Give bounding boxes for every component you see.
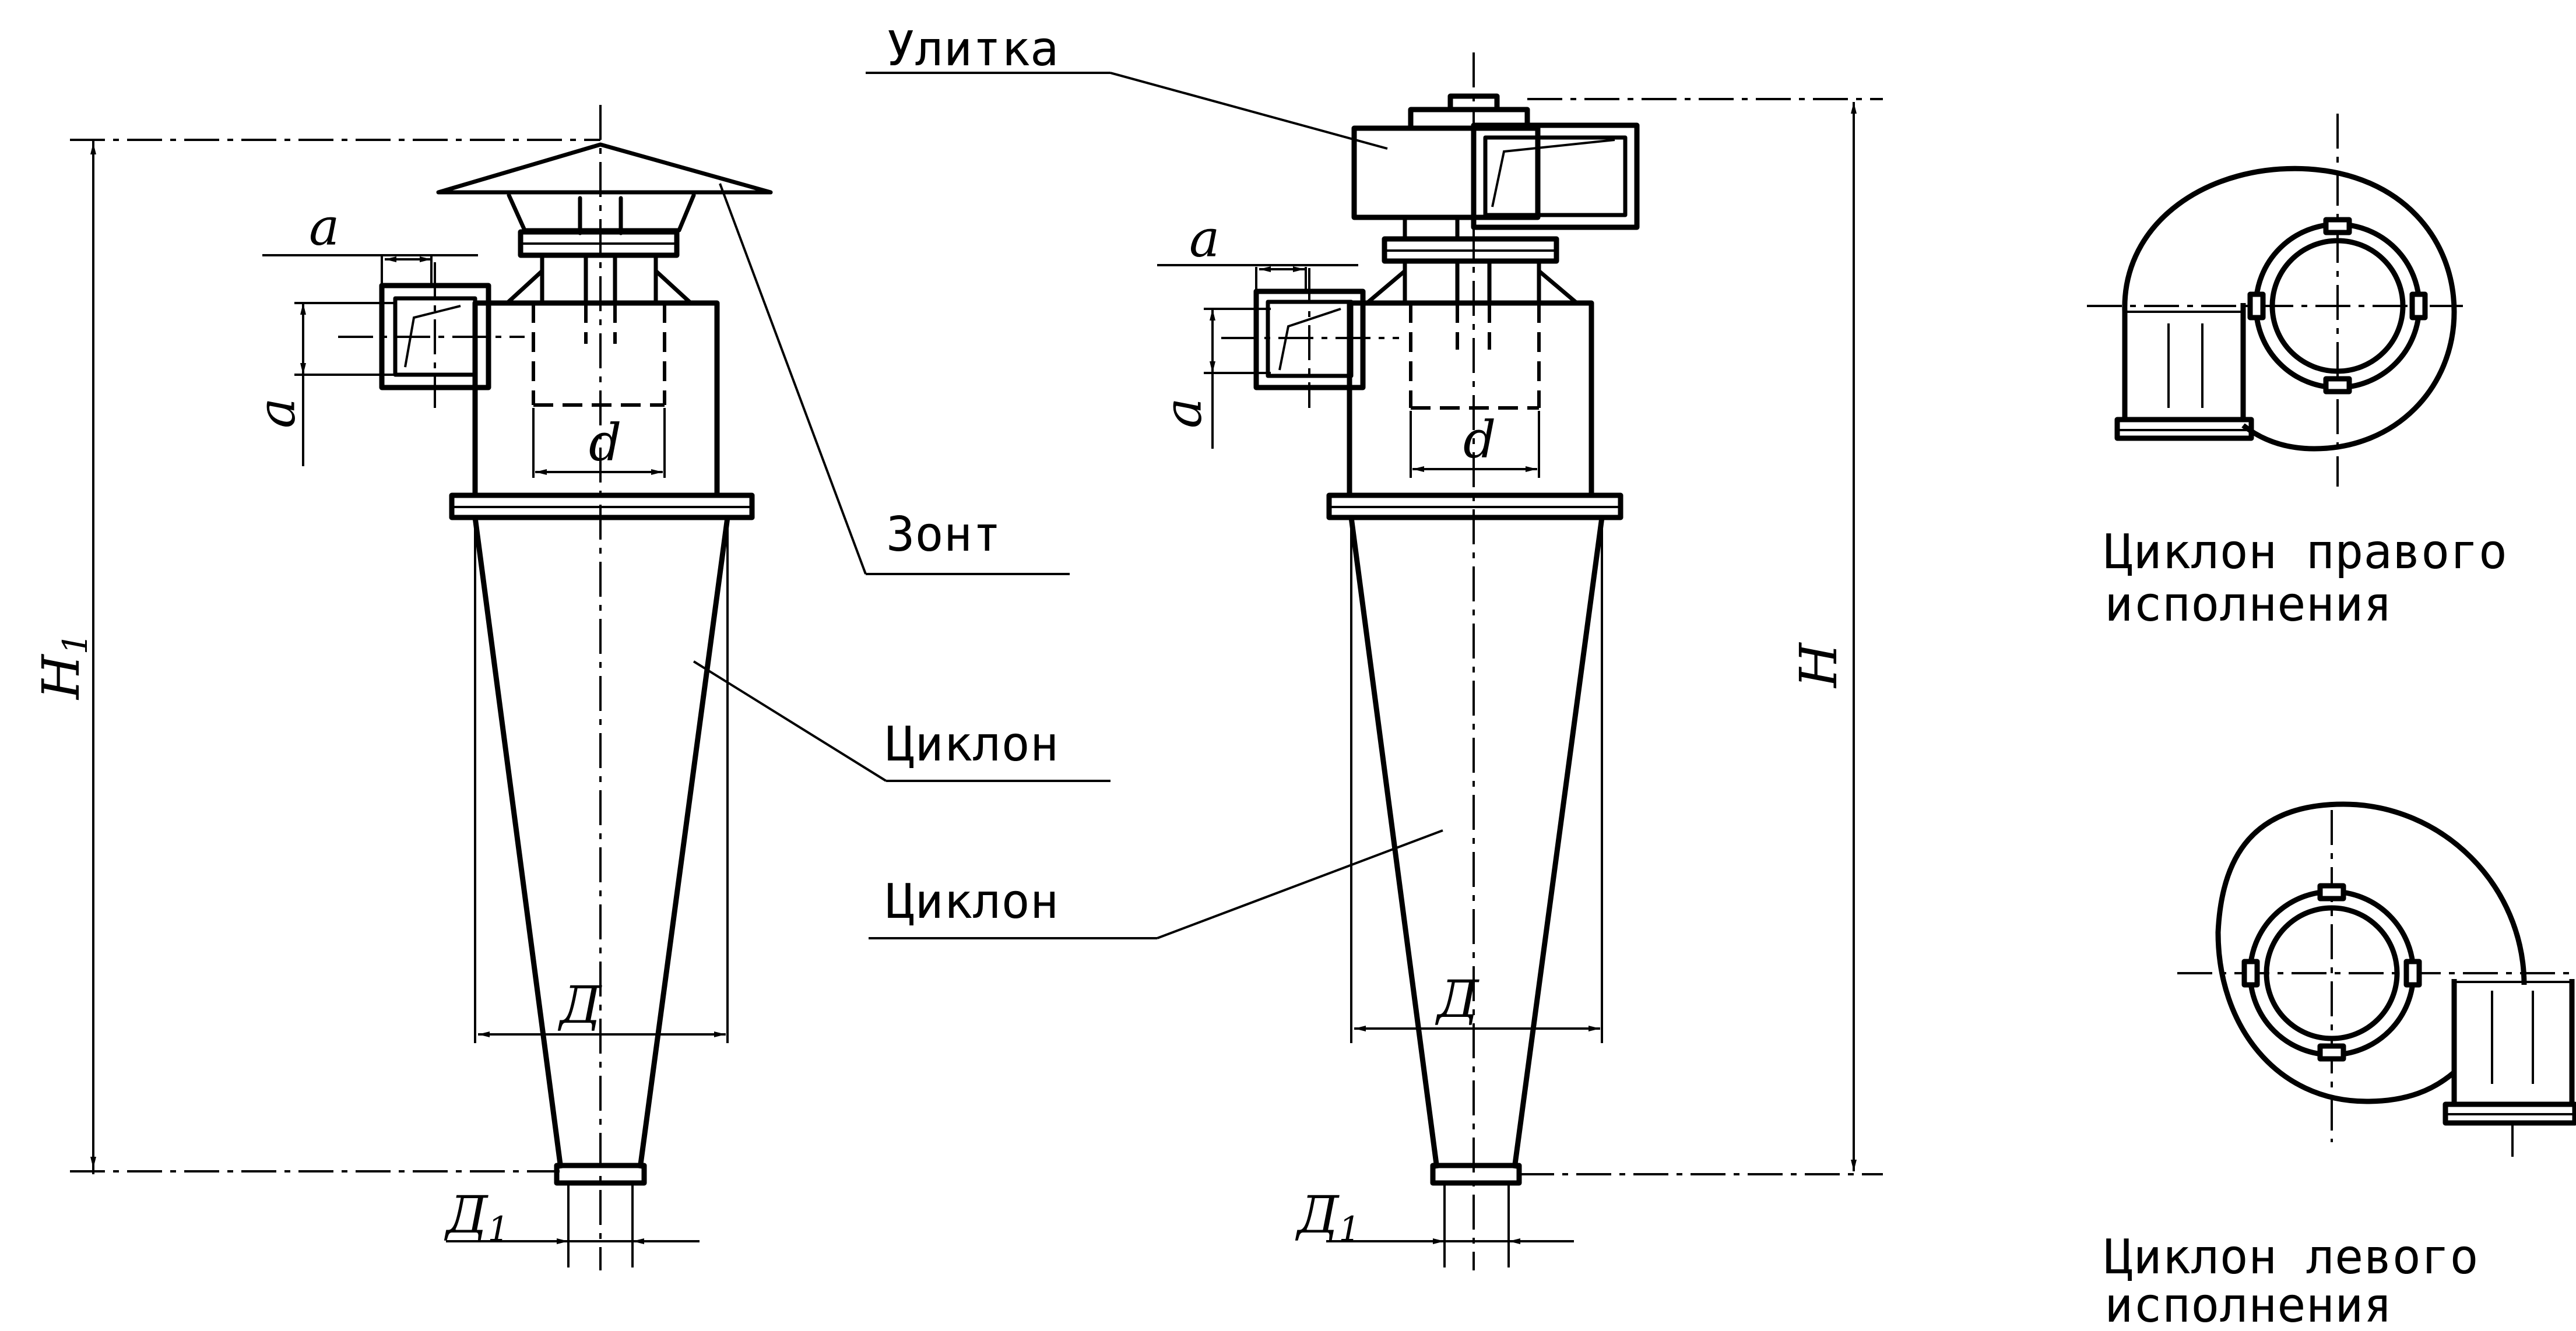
dim-a-horizontal-2: a xyxy=(1189,209,1220,269)
caption-left-version-1: Циклон левого xyxy=(2104,1230,2479,1285)
dim-a-vertical-2: a xyxy=(1153,398,1213,428)
label-ulitka: Улитка xyxy=(886,22,1059,77)
caption-right-version-2: исполнения xyxy=(2104,577,2392,632)
caption-right-version-1: Циклон правого xyxy=(2104,524,2507,580)
dim-D1-2: Д1 xyxy=(1295,1185,1360,1249)
umbrella-shape xyxy=(436,142,773,195)
dim-a-horizontal-1: a xyxy=(309,197,339,257)
label-ciklon-2: Циклон xyxy=(886,874,1059,929)
dim-d-1: d xyxy=(589,413,621,473)
dim-d-2: d xyxy=(1463,410,1496,470)
dim-D-1: Д xyxy=(557,975,602,1035)
right-version-plan-view xyxy=(2087,114,2463,487)
ciklon2-leader xyxy=(1157,829,1443,939)
cyclone-with-umbrella xyxy=(70,105,1110,1270)
left-version-plan-view xyxy=(2177,801,2576,1157)
dim-D-2: Д xyxy=(1435,969,1479,1029)
caption-left-version-2: исполнения xyxy=(2104,1278,2392,1331)
dim-a-vertical-1: a xyxy=(247,398,307,428)
ciklon1-leader xyxy=(693,660,887,782)
ulitka-leader xyxy=(1110,72,1388,150)
label-zont: Зонт xyxy=(886,507,1001,562)
dim-D1-1: Д1 xyxy=(444,1185,509,1249)
label-ciklon-1: Циклон xyxy=(886,717,1059,772)
cyclone-with-volute xyxy=(866,52,1883,1270)
dim-H: H xyxy=(1788,642,1848,689)
dim-H1: H1 xyxy=(31,633,95,700)
volute-body xyxy=(1351,125,1541,220)
zont-leader xyxy=(719,183,867,575)
